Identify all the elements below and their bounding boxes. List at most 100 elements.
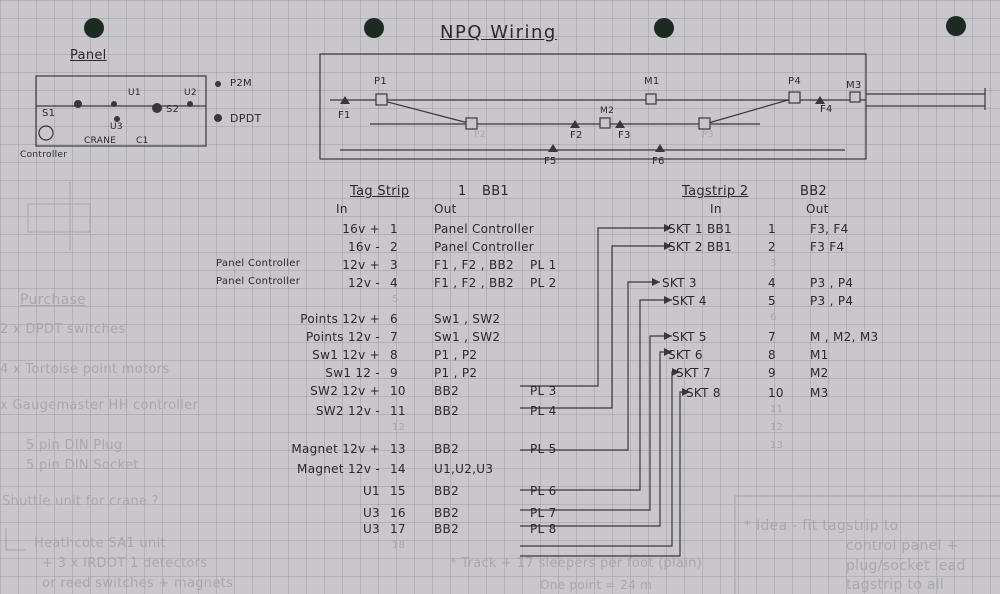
tagstrip2-faint-number: 6	[770, 312, 777, 323]
track-note: * Track + 17 sleepers per foot (plain)	[450, 556, 703, 571]
purchase-item: 4 x Tortoise point motors	[0, 362, 170, 377]
feed-label: F2	[570, 130, 583, 141]
tagstrip1-plug: PL 1	[530, 258, 557, 272]
binder-hole	[654, 18, 674, 38]
tagstrip1-number: 9	[390, 366, 398, 380]
tagstrip2-in: SKT 2 BB1	[668, 240, 732, 254]
tagstrip1-number: 2	[390, 240, 398, 254]
point-label: P2	[474, 130, 486, 140]
tagstrip1-number: 7	[390, 330, 398, 344]
tagstrip2-out: M1	[810, 348, 829, 362]
panel-label-s1: S1	[42, 108, 56, 119]
panel-label-crane: CRANE	[84, 136, 117, 146]
tagstrip1-out: Sw1 , SW2	[434, 330, 501, 344]
purchase-item: + 3 x IRDOT 1 detectors	[42, 556, 208, 571]
tagstrip2-out: M , M2, M3	[810, 330, 879, 344]
tagstrip1-plug: PL 3	[530, 384, 557, 398]
purchase-item: or reed switches + magnets	[42, 576, 234, 591]
tagstrip2-in: SKT 4	[672, 294, 707, 308]
legend-dpdt: DPDT	[230, 112, 262, 125]
tagstrip1-in: Magnet 12v -	[297, 462, 380, 476]
tagstrip1-out: P1 , P2	[434, 348, 478, 362]
panel-label-u3: U3	[110, 122, 123, 132]
tagstrip2-out: M3	[810, 386, 829, 400]
panel-box	[35, 75, 207, 147]
tagstrip1-out: U1,U2,U3	[434, 462, 494, 476]
tagstrip1-faint-number: 5	[392, 294, 399, 305]
point-label: P3	[702, 130, 714, 140]
tagstrip1-number: 3	[390, 258, 398, 272]
tagstrip2-col-in: In	[710, 202, 722, 216]
tagstrip1-title: Tag Strip	[350, 184, 410, 199]
tagstrip1-out: F1 , F2 , BB2	[434, 276, 514, 290]
tagstrip2-out: M2	[810, 366, 829, 380]
tagstrip2-number: 5	[768, 294, 776, 308]
point-label: P4	[788, 76, 801, 87]
tagstrip1-source: Panel Controller	[216, 276, 301, 287]
idea-note-4: tagstrip to all	[846, 577, 945, 593]
track-board	[319, 53, 867, 160]
tagstrip1-plug: PL 2	[530, 276, 557, 290]
tagstrip1-source: Panel Controller	[216, 258, 301, 269]
tagstrip1-out: F1 , F2 , BB2	[434, 258, 514, 272]
point-label: P1	[374, 76, 387, 87]
tagstrip2-number: 7	[768, 330, 776, 344]
tagstrip1-out: BB2	[434, 442, 459, 456]
tagstrip2-out: F3 F4	[810, 240, 845, 254]
purchase-item: 2 x DPDT switches	[0, 322, 126, 337]
tagstrip2-title: Tagstrip 2	[682, 184, 749, 199]
tagstrip1-in: U1	[362, 484, 380, 498]
tagstrip1-col-in: In	[336, 202, 348, 216]
feed-label: F1	[338, 110, 351, 121]
tagstrip1-in: Sw1 12v +	[312, 348, 380, 362]
tagstrip2-number: 2	[768, 240, 776, 254]
tagstrip1-plug: PL 5	[530, 442, 557, 456]
magnet-label: M2	[600, 106, 615, 116]
purchase-item: 5 pin DIN Socket	[26, 458, 139, 473]
binder-hole	[946, 16, 966, 36]
tagstrip2-in: SKT 1 BB1	[668, 222, 732, 236]
purchase-item: Shuttle unit for crane ?	[2, 494, 159, 509]
tagstrip1-in: Points 12v +	[300, 312, 380, 326]
tagstrip2-out: F3, F4	[810, 222, 849, 236]
tagstrip2-faint-number: 3	[770, 258, 777, 269]
tagstrip1-in: 16v +	[342, 222, 380, 236]
tagstrip1-plug: PL 4	[530, 404, 557, 418]
tagstrip1-out: Panel Controller	[434, 240, 535, 254]
tagstrip1-code: BB1	[482, 184, 510, 199]
tagstrip1-number: 11	[390, 404, 406, 418]
tagstrip1-plug: PL 8	[530, 522, 557, 536]
tagstrip2-in: SKT 8	[686, 386, 721, 400]
tagstrip2-faint-number: 12	[770, 422, 784, 433]
tagstrip1-number: 1	[458, 184, 467, 199]
magnet-label: M3	[846, 80, 862, 91]
tagstrip1-out: BB2	[434, 404, 459, 418]
idea-note-2: control panel +	[846, 538, 959, 554]
tagstrip1-faint-number: 18	[392, 540, 406, 551]
tagstrip1-in: 12v +	[342, 258, 380, 272]
tagstrip1-in: SW2 12v +	[310, 384, 380, 398]
tagstrip1-number: 10	[390, 384, 406, 398]
tagstrip2-number: 1	[768, 222, 776, 236]
tagstrip1-number: 4	[390, 276, 398, 290]
page-title: NPQ Wiring	[440, 22, 557, 43]
binder-hole	[364, 18, 384, 38]
tagstrip1-number: 1	[390, 222, 398, 236]
tagstrip2-faint-number: 13	[770, 440, 784, 451]
tagstrip1-in: Sw1 12 -	[325, 366, 380, 380]
purchase-item: x Gaugemaster HH controller	[0, 398, 199, 413]
tagstrip1-in: Points 12v -	[306, 330, 380, 344]
panel-heading: Panel	[70, 48, 107, 63]
tagstrip1-faint-number: 12	[392, 422, 406, 433]
tagstrip1-out: P1 , P2	[434, 366, 478, 380]
tagstrip1-number: 14	[390, 462, 406, 476]
tagstrip1-in: 12v -	[347, 276, 380, 290]
tagstrip1-number: 16	[390, 506, 406, 520]
magnet-label: M1	[644, 76, 660, 87]
tagstrip2-number: 8	[768, 348, 776, 362]
tagstrip1-in: SW2 12v -	[315, 404, 380, 418]
tagstrip1-out: Panel Controller	[434, 222, 535, 236]
panel-label-controller: Controller	[20, 150, 68, 160]
tagstrip1-number: 15	[390, 484, 406, 498]
